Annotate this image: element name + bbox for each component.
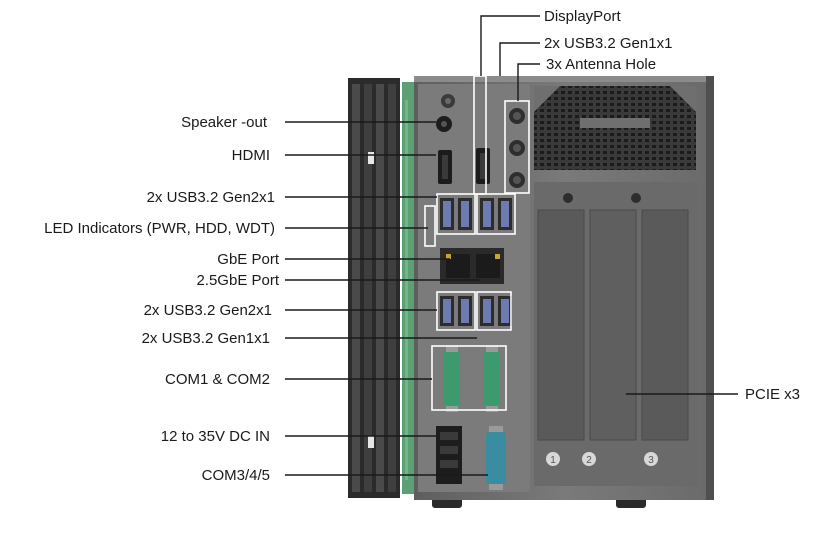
label-usb-gen1-bottom: 2x USB3.2 Gen1x1 bbox=[142, 330, 270, 347]
label-usb-gen1-top: 2x USB3.2 Gen1x1 bbox=[544, 35, 672, 52]
slot-number-1: 1 bbox=[546, 452, 560, 466]
label-dc-in: 12 to 35V DC IN bbox=[161, 428, 270, 445]
usb-gen2-bottom-ports bbox=[436, 291, 476, 331]
pcie-slot-area: 1 2 3 bbox=[534, 182, 698, 486]
callout-labels: Speaker -out HDMI 2x USB3.2 Gen2x1 LED I… bbox=[44, 8, 800, 484]
speaker-jack-icon bbox=[436, 116, 452, 132]
label-led-indicators: LED Indicators (PWR, HDD, WDT) bbox=[44, 220, 275, 237]
label-25gbe-port: 2.5GbE Port bbox=[196, 272, 279, 289]
label-displayport: DisplayPort bbox=[544, 8, 622, 25]
computer-rear-panel: 1 2 3 bbox=[348, 75, 714, 508]
heatsink-fins bbox=[348, 78, 400, 498]
usb-gen1-bottom-ports bbox=[476, 291, 512, 331]
usb-gen2-top-ports bbox=[436, 193, 476, 235]
slot-number-3: 3 bbox=[644, 452, 658, 466]
label-pcie: PCIE x3 bbox=[745, 386, 800, 403]
label-usb-gen2-top: 2x USB3.2 Gen2x1 bbox=[147, 189, 275, 206]
slot-number-2: 2 bbox=[582, 452, 596, 466]
svg-text:2: 2 bbox=[586, 455, 592, 466]
label-com1-com2: COM1 & COM2 bbox=[165, 371, 270, 388]
label-speaker-out: Speaker -out bbox=[181, 114, 268, 131]
ventilation-grille bbox=[534, 86, 696, 170]
label-usb-gen2-bottom: 2x USB3.2 Gen2x1 bbox=[144, 302, 272, 319]
svg-text:3: 3 bbox=[648, 455, 654, 466]
label-antenna-hole: 3x Antenna Hole bbox=[546, 56, 656, 73]
green-trim-strip bbox=[402, 82, 416, 494]
hdmi-port-icon bbox=[438, 150, 452, 184]
leader-lines bbox=[285, 15, 738, 476]
label-gbe-port: GbE Port bbox=[217, 251, 280, 268]
antenna-holes bbox=[504, 100, 530, 194]
com345-port bbox=[486, 426, 506, 490]
displayport-icon bbox=[476, 148, 490, 184]
ethernet-ports bbox=[440, 248, 504, 284]
led-indicators-highlight bbox=[424, 205, 436, 247]
svg-text:1: 1 bbox=[550, 455, 556, 466]
label-hdmi: HDMI bbox=[232, 147, 270, 164]
label-com345: COM3/4/5 bbox=[202, 467, 270, 484]
usb-gen1-top-ports bbox=[476, 193, 516, 235]
com1-com2-ports bbox=[431, 345, 507, 412]
